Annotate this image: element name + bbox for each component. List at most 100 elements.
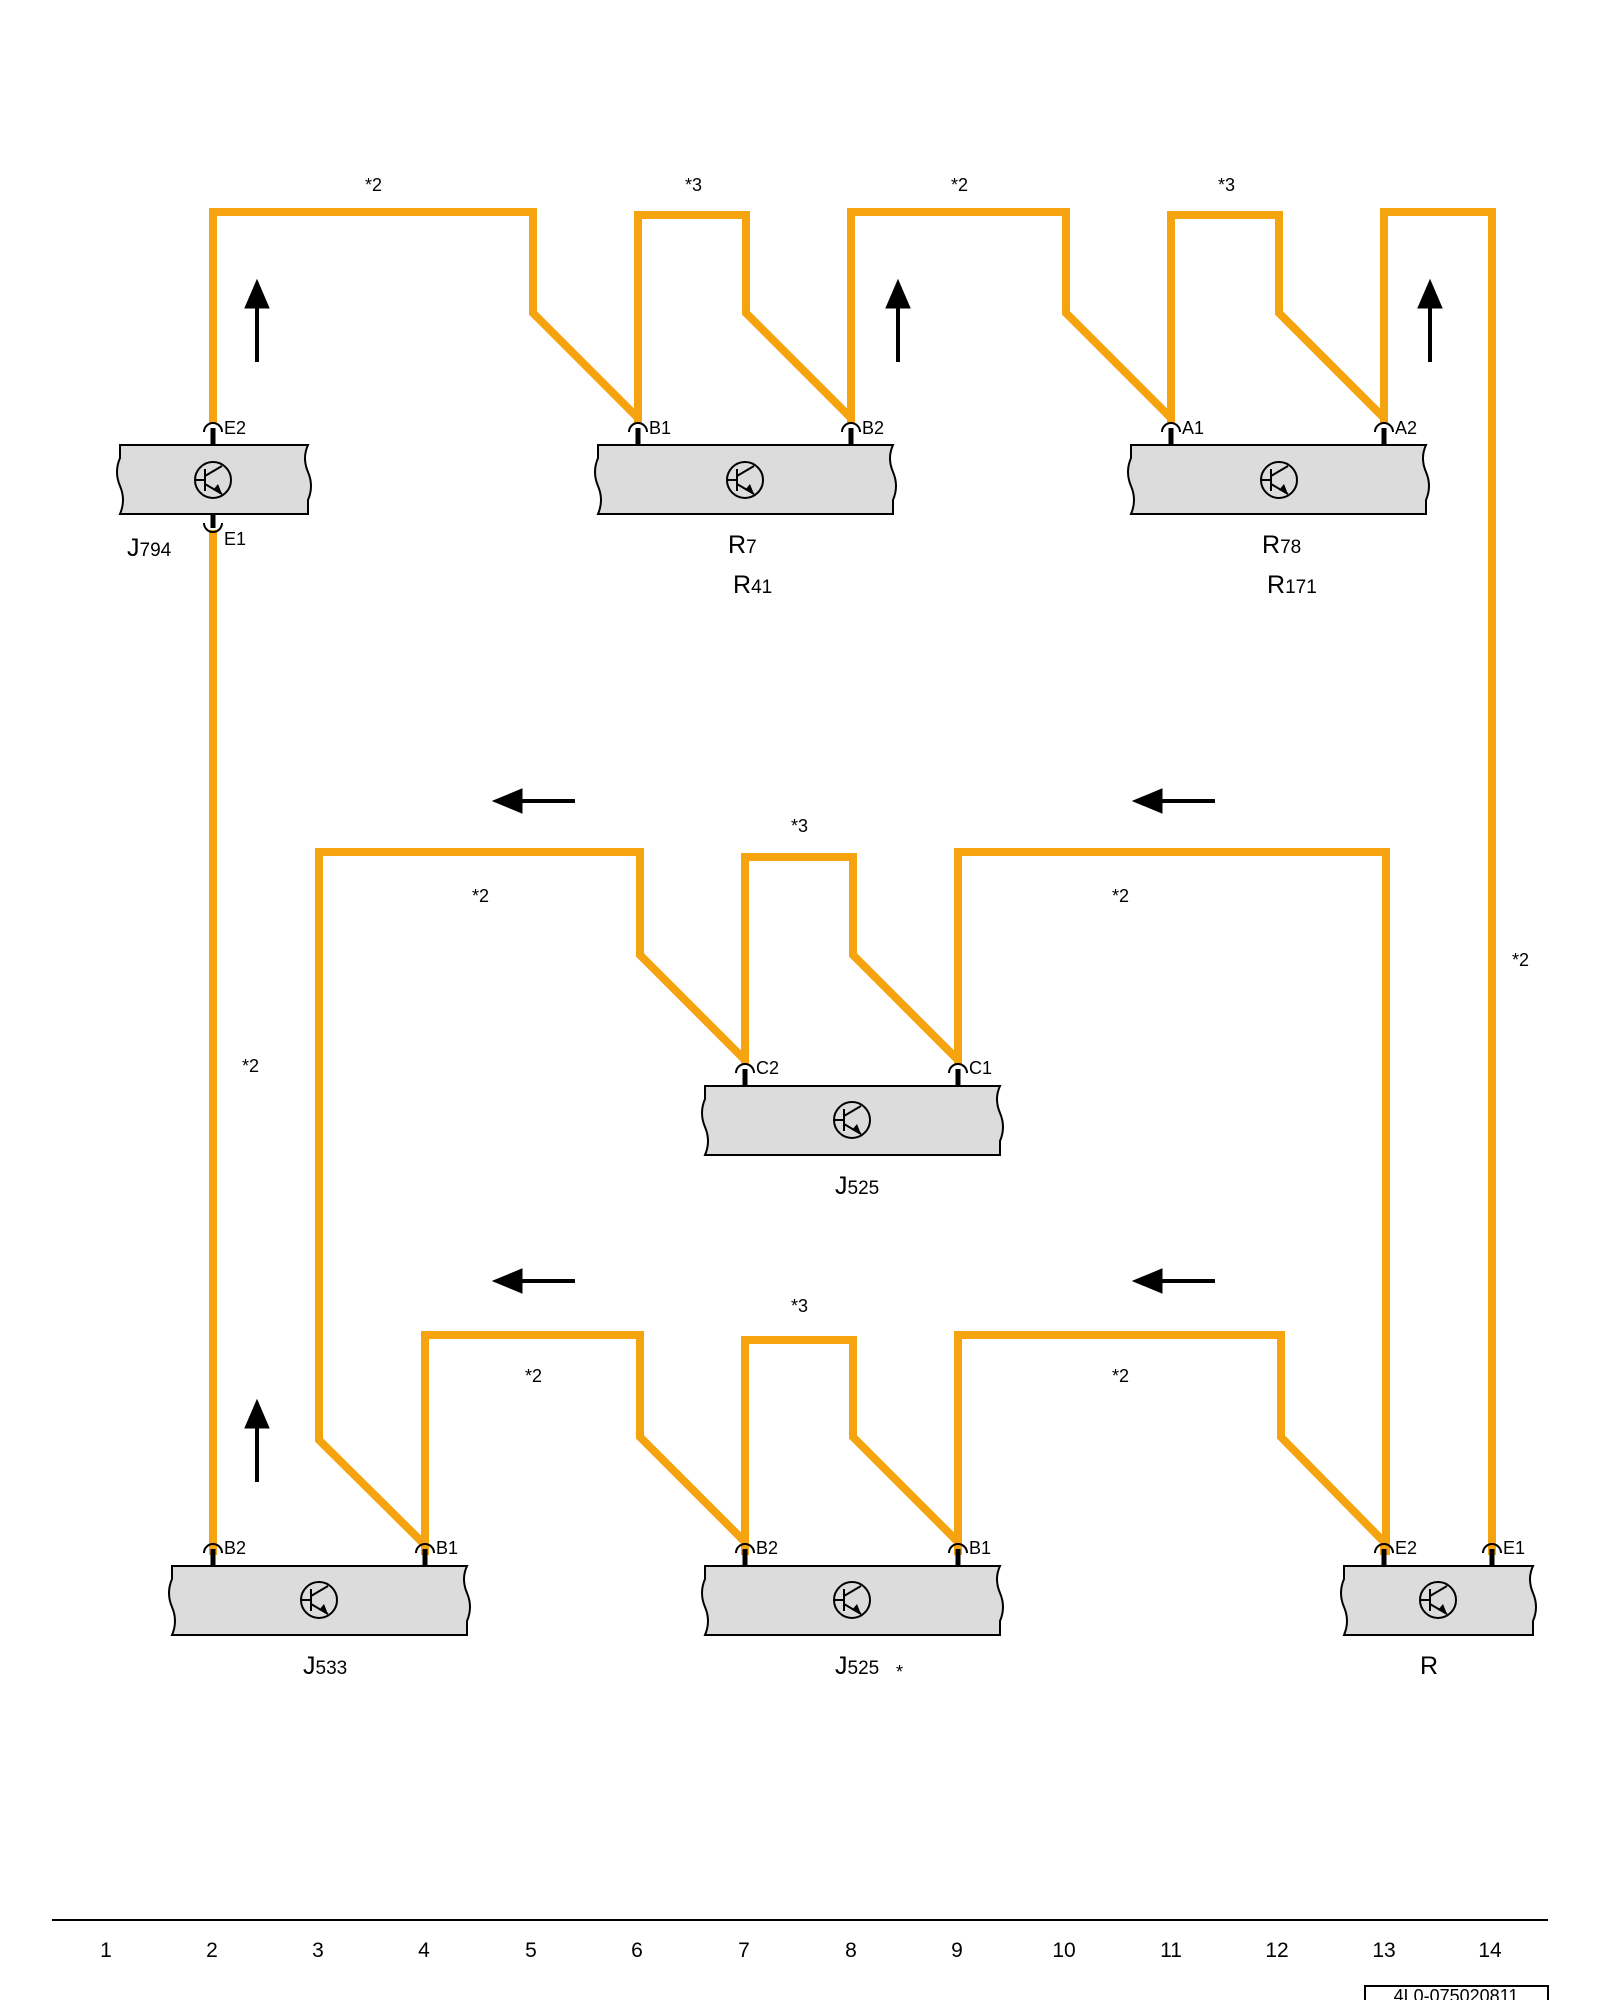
pin-label: A2 bbox=[1395, 418, 1417, 438]
transistor-icon bbox=[833, 1101, 871, 1139]
component-label: J525 bbox=[835, 1652, 879, 1680]
pin-label: B1 bbox=[436, 1538, 458, 1558]
connector-pin-icon bbox=[1374, 422, 1394, 444]
pin-label: B2 bbox=[224, 1538, 246, 1558]
pin-label: B2 bbox=[862, 418, 884, 438]
connector-pin-icon bbox=[628, 422, 648, 444]
wire-r78-a2-to-r-e1 bbox=[1380, 208, 1496, 1555]
axis-number: 4 bbox=[418, 1939, 430, 1962]
connector-pin-icon bbox=[415, 1543, 435, 1565]
wire-r78-a1-to-a2 bbox=[1167, 211, 1388, 423]
wire-j533-b1-to-j525-c2 bbox=[315, 848, 749, 1555]
connector-pin-icon bbox=[203, 514, 223, 533]
axis-number: 5 bbox=[525, 1939, 537, 1962]
connector-pin-icon bbox=[203, 422, 223, 444]
transistor-icon bbox=[194, 461, 232, 499]
pin-label: C2 bbox=[756, 1058, 779, 1078]
wire-label: *2 bbox=[1112, 1366, 1129, 1386]
connector-pin-icon bbox=[203, 1543, 223, 1565]
wire-label: *3 bbox=[791, 816, 808, 836]
component-label: J794 bbox=[127, 534, 172, 562]
component-j525-bottom: B2 B1 J525 * bbox=[701, 1538, 1004, 1682]
pin-label: B2 bbox=[756, 1538, 778, 1558]
component-r7: B1 B2 R7 R41 bbox=[594, 418, 897, 599]
arrow-left-icon bbox=[491, 1268, 575, 1294]
axis-number: 13 bbox=[1372, 1939, 1395, 1962]
wire-label: *2 bbox=[951, 175, 968, 195]
wire-j525-b1-to-r-e2 bbox=[954, 1331, 1388, 1555]
pin-label: E2 bbox=[1395, 1538, 1417, 1558]
axis-number: 7 bbox=[738, 1939, 750, 1962]
axis-number: 11 bbox=[1160, 1939, 1182, 1962]
axis-number: 9 bbox=[951, 1939, 963, 1962]
wire-j525-c1-to-r-e2 bbox=[954, 848, 1390, 1555]
transistor-icon bbox=[300, 1581, 338, 1619]
connector-pin-icon bbox=[735, 1543, 755, 1565]
axis-number: 1 bbox=[100, 1939, 112, 1962]
connector-pin-icon bbox=[735, 1063, 755, 1085]
component-j525-middle: C2 C1 J525 bbox=[701, 1058, 1004, 1200]
axis-number: 10 bbox=[1052, 1939, 1075, 1962]
pin-label: A1 bbox=[1182, 418, 1204, 438]
arrow-up-icon bbox=[1417, 278, 1443, 362]
axis-number: 14 bbox=[1478, 1939, 1502, 1962]
arrow-left-icon bbox=[1131, 1268, 1215, 1294]
wire-label: *2 bbox=[1112, 886, 1129, 906]
axis-number: 12 bbox=[1265, 1939, 1288, 1962]
pin-label: C1 bbox=[969, 1058, 992, 1078]
wire-j525-b2-to-b1 bbox=[741, 1336, 962, 1555]
component-label: R171 bbox=[1267, 571, 1317, 599]
connector-pin-icon bbox=[948, 1063, 968, 1085]
connector-pin-icon bbox=[1374, 1543, 1394, 1565]
component-label: R bbox=[1420, 1652, 1438, 1680]
connector-pin-icon bbox=[1161, 422, 1181, 444]
wire-label: *2 bbox=[365, 175, 382, 195]
reference-box: 4L0-075020811 bbox=[1364, 1985, 1549, 2000]
wire-label: *3 bbox=[1218, 175, 1235, 195]
arrow-up-icon bbox=[244, 1398, 270, 1482]
wire-label: *2 bbox=[1512, 950, 1529, 970]
wire-labels: *2 *3 *2 *3 *2 *2 *2 *3 *2 *2 *3 *2 bbox=[242, 175, 1529, 1386]
axis-number: 6 bbox=[631, 1939, 643, 1962]
arrow-up-icon bbox=[885, 278, 911, 362]
wire-label: *2 bbox=[242, 1056, 259, 1076]
wire-j533-b1-to-j525-b2 bbox=[421, 1331, 749, 1555]
reference-number: 4L0-075020811 bbox=[1394, 1986, 1519, 2000]
component-r78: A1 A2 R78 R171 bbox=[1127, 418, 1430, 599]
pin-label: B1 bbox=[969, 1538, 991, 1558]
arrow-up-icon bbox=[244, 278, 270, 362]
connector-pin-icon bbox=[841, 422, 861, 444]
pin-label: B1 bbox=[649, 418, 671, 438]
wire-label: *2 bbox=[472, 886, 489, 906]
wiring bbox=[209, 208, 1496, 1555]
component-r: E2 E1 R bbox=[1340, 1538, 1537, 1680]
wire-label: *2 bbox=[525, 1366, 542, 1386]
wire-label: *3 bbox=[685, 175, 702, 195]
wire-j525-c2-to-c1 bbox=[741, 853, 962, 1065]
axis-number: 3 bbox=[312, 1939, 324, 1962]
arrow-left-icon bbox=[1131, 788, 1215, 814]
signal-arrows bbox=[244, 278, 1443, 1482]
transistor-icon bbox=[833, 1581, 871, 1619]
component-label: J525 bbox=[835, 1172, 879, 1200]
pin-label: E1 bbox=[224, 529, 246, 549]
component-j533: B2 B1 J533 bbox=[168, 1538, 471, 1680]
axis-number: 8 bbox=[845, 1939, 857, 1962]
connector-pin-icon bbox=[1482, 1543, 1502, 1565]
wire-r7-b2-to-r78-a1 bbox=[847, 208, 1175, 423]
wire-j794-e2-to-r7-b1 bbox=[209, 208, 642, 423]
component-label: R78 bbox=[1262, 531, 1301, 559]
transistor-icon bbox=[1260, 461, 1298, 499]
pin-label: E1 bbox=[1503, 1538, 1525, 1558]
wire-r7-b1-to-b2 bbox=[634, 211, 855, 423]
transistor-icon bbox=[726, 461, 764, 499]
transistor-icon bbox=[1419, 1581, 1457, 1619]
component-label: R41 bbox=[733, 571, 772, 599]
connector-pin-icon bbox=[948, 1543, 968, 1565]
pin-label: E2 bbox=[224, 418, 246, 438]
component-j794: E2 E1 J794 bbox=[116, 418, 312, 562]
component-label: R7 bbox=[728, 531, 757, 559]
axis-numbers: 1 2 3 4 5 6 7 8 9 10 11 12 13 14 bbox=[100, 1939, 1502, 1962]
axis-number: 2 bbox=[206, 1939, 218, 1962]
